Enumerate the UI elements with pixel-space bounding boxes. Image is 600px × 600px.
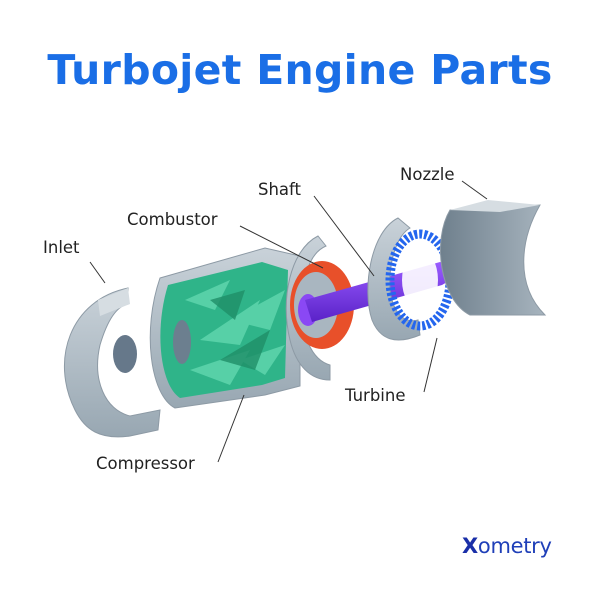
label-inlet: Inlet: [43, 238, 80, 257]
nozzle-part: [440, 200, 547, 316]
turbine-part: [367, 217, 455, 341]
label-shaft: Shaft: [258, 180, 302, 199]
brand-name: ometry: [477, 534, 552, 558]
label-turbine: Turbine: [345, 386, 406, 405]
label-combustor: Combustor: [127, 210, 218, 229]
inlet-part: [63, 287, 161, 438]
brand-mark: X: [462, 534, 478, 558]
xometry-logo: Xometry: [462, 534, 552, 558]
page-title: Turbojet Engine Parts: [47, 46, 553, 94]
leader-lines: [89, 180, 488, 463]
label-compressor: Compressor: [96, 454, 195, 473]
label-nozzle: Nozzle: [400, 165, 455, 184]
compressor-part: [149, 247, 301, 409]
